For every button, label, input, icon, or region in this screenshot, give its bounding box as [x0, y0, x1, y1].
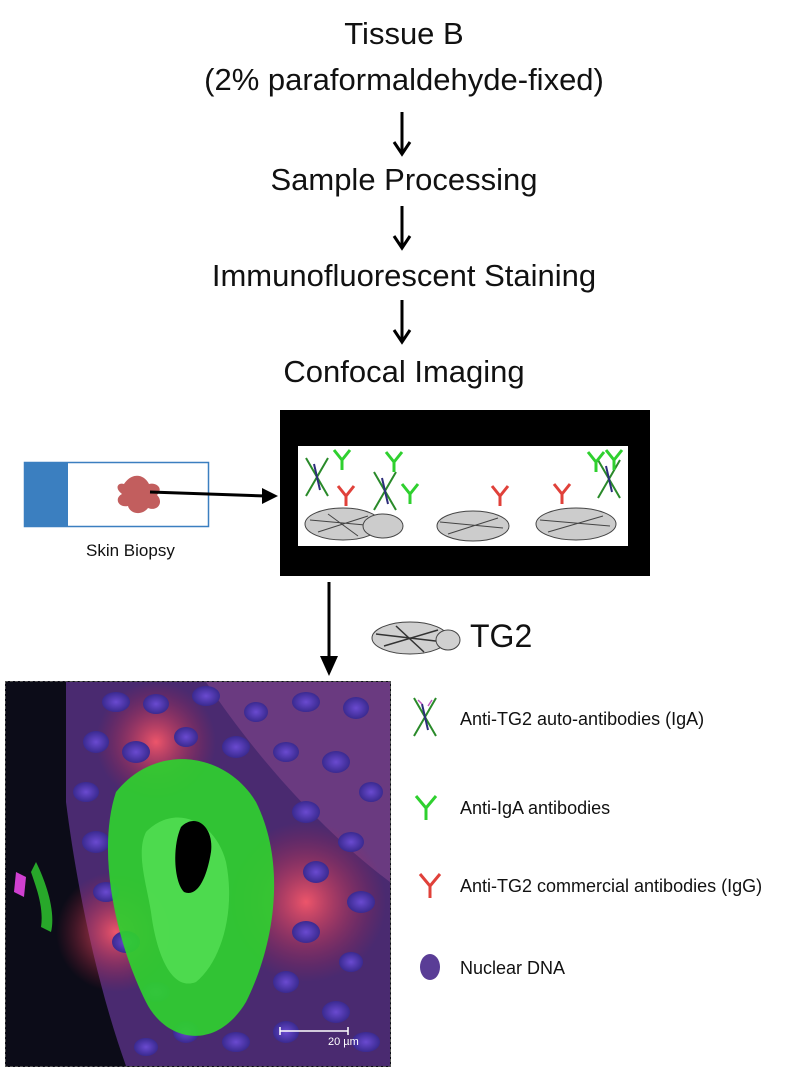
step-sample-processing: Sample Processing [270, 162, 538, 197]
iga-autoantibody-icon [597, 459, 621, 499]
arrow-down-icon [320, 582, 338, 676]
legend-label-anti-tg2-igg: Anti-TG2 commercial antibodies (IgG) [460, 876, 763, 896]
biopsy-tissue-icon [117, 475, 161, 514]
anti-tg2-igg-icon [336, 483, 572, 506]
slide-icon [23, 461, 210, 528]
micrograph-image [6, 682, 390, 1066]
arrow-down-icon [392, 206, 412, 251]
tg2-protein-icon [304, 507, 404, 541]
legend-label-iga-autoantibodies: Anti-TG2 auto-antibodies (IgA) [460, 709, 705, 729]
assay-panel [298, 446, 628, 546]
arrow-down-icon [392, 112, 412, 157]
nucleus-icon [420, 954, 440, 980]
anti-tg2-igg-icon [418, 873, 442, 898]
tg2-protein-icon [371, 621, 461, 655]
anti-iga-antibody-icon [332, 449, 624, 504]
iga-autoantibody-icon [373, 471, 397, 511]
legend-label-nuclear-dna: Nuclear DNA [460, 958, 566, 978]
step-immunofluorescent-staining: Immunofluorescent Staining [211, 258, 597, 293]
anti-iga-antibody-icon [414, 795, 438, 820]
title-fixation: (2% paraformaldehyde-fixed) [204, 62, 604, 97]
tg2-protein-icon [436, 510, 510, 542]
confocal-micrograph: 20 µm [5, 681, 391, 1067]
step-confocal-imaging: Confocal Imaging [283, 354, 525, 389]
legend-label-anti-iga: Anti-IgA antibodies [460, 798, 611, 818]
title-tissue: Tissue B [344, 16, 464, 51]
tg2-label: TG2 [470, 618, 533, 654]
biopsy-label: Skin Biopsy [86, 541, 175, 560]
iga-autoantibody-icon [305, 457, 329, 497]
assay-schematic [304, 449, 624, 542]
arrow-right-icon [149, 488, 278, 504]
iga-autoantibody-icon [413, 697, 437, 737]
scale-bar-label: 20 µm [328, 1036, 359, 1048]
arrow-down-icon [392, 300, 412, 345]
tg2-protein-icon [535, 507, 617, 541]
